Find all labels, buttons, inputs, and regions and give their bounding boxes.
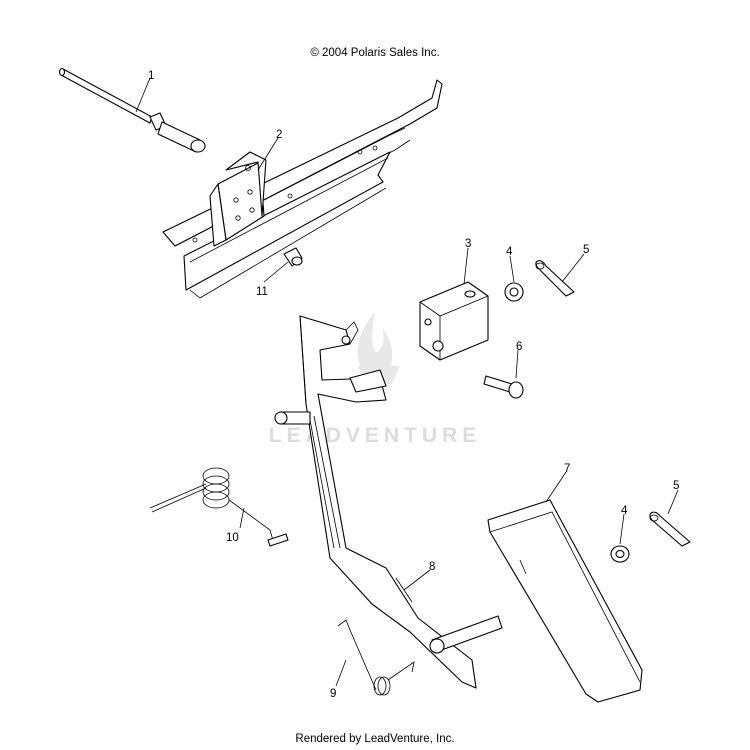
part-9-spring xyxy=(337,619,415,696)
part-5-cotter-pin-lower xyxy=(649,511,691,547)
callout-2: 2 xyxy=(276,129,282,141)
part-10-torsion-spring xyxy=(149,467,289,547)
callout-3: 3 xyxy=(465,238,471,250)
callout-1: 1 xyxy=(148,70,154,82)
callout-4-lower: 4 xyxy=(621,505,628,517)
part-2-bracket xyxy=(209,151,267,247)
callout-6: 6 xyxy=(516,341,522,353)
callout-5-lower: 5 xyxy=(673,480,679,492)
frame-rail xyxy=(162,79,443,299)
callout-7: 7 xyxy=(564,463,570,475)
callout-5-top: 5 xyxy=(583,244,589,256)
part-4-washer-lower xyxy=(610,545,630,563)
part-5-cotter-pin-top xyxy=(535,260,575,297)
callout-4-top: 4 xyxy=(506,246,513,258)
callout-10: 10 xyxy=(226,532,239,544)
callout-11: 11 xyxy=(256,286,268,298)
part-7-pedal-pad xyxy=(487,499,643,703)
callout-9: 9 xyxy=(330,688,336,700)
part-6-bolt xyxy=(483,375,524,399)
copyright-text: © 2004 Polaris Sales Inc. xyxy=(310,47,440,59)
part-8-pedal-arm xyxy=(274,315,503,689)
part-1-pin xyxy=(58,67,206,153)
part-4-washer-top xyxy=(504,282,524,302)
callout-8: 8 xyxy=(429,561,435,573)
part-3-block xyxy=(419,281,489,361)
footer-rendered-by: Rendered by LeadVenture, Inc. xyxy=(295,733,455,745)
leader-lines xyxy=(135,77,679,687)
part-11-nut xyxy=(283,247,303,267)
